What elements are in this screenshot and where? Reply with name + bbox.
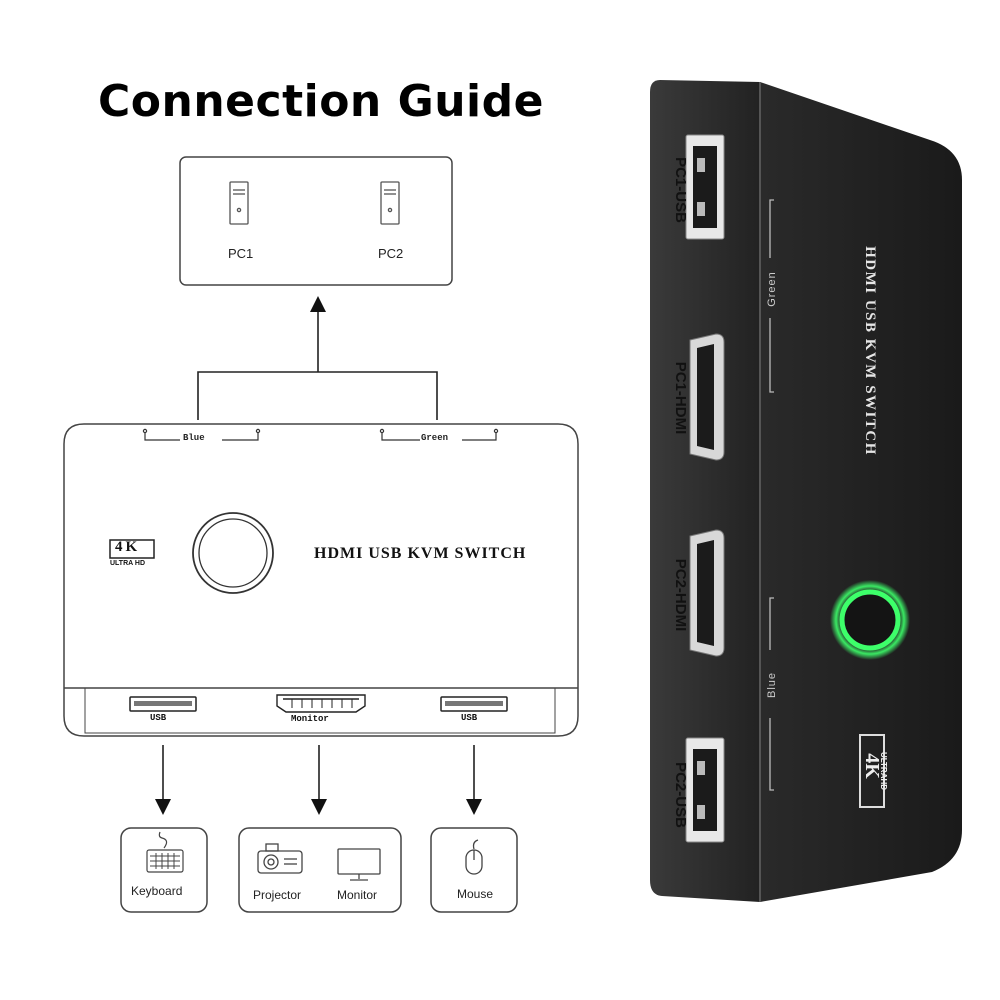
port-panel [84,687,556,734]
keyboard-box [120,827,208,913]
switch-body [63,423,579,737]
hdmi-monitor-label: Monitor [291,714,329,724]
projector-label: Projector [253,888,302,902]
display-box [238,827,402,913]
keyboard-icon [146,831,184,873]
product-usb-port-2-icon [685,737,725,843]
pc1-tower-icon [229,181,249,225]
usb-right-label: USB [461,713,478,723]
up-arrow [197,306,438,420]
projector-icon [257,843,303,874]
pc-box [179,156,453,286]
product-hdmi-port-2-icon [689,529,725,657]
pc2-label: PC2 [378,246,404,261]
hdmi-port-icon [276,694,366,713]
pc2-tower-icon [380,181,400,225]
mouse-icon [465,839,483,875]
product-top-face [760,82,962,902]
usb-port-left-icon [129,696,197,712]
4k-badge-box [109,539,155,559]
up-arrow-head [310,296,326,312]
product-hdmi-port-1-icon [689,333,725,461]
product-4k-badge-box [859,734,885,808]
product-usb-port-1-icon [685,134,725,240]
switch-button-icon [192,512,274,594]
mouse-box [430,827,518,913]
product-pc1-usb-label: PC1-USB [672,157,689,223]
page-title: Connection Guide [98,76,544,127]
4k-badge-label: 4K [115,539,141,555]
product-side-face [650,80,760,902]
product-pc2-hdmi-label: PC2-HDMI [672,558,689,632]
keyboard-label: Keyboard [131,884,183,898]
product-blue-label: Blue [766,671,778,699]
product-ultrahd-label: ULTRAHD [879,751,888,791]
product-pc1-hdmi-label: PC1-HDMI [672,361,689,435]
blue-marker-label: Blue [183,433,205,443]
monitor-icon [337,848,381,881]
usb-left-label: USB [150,713,167,723]
monitor-label: Monitor [337,888,378,902]
usb-port-right-icon [440,696,508,712]
mouse-label: Mouse [457,887,494,901]
ultra-hd-label: ULTRA HD [110,560,145,567]
product-pc2-usb-label: PC2-USB [672,762,689,828]
green-marker-label: Green [421,433,449,443]
product-switch-button-icon [830,580,910,660]
product-green-label: Green [766,271,778,307]
switch-name-label: HDMI USB KVM SWITCH [314,545,527,562]
pc1-label: PC1 [228,246,254,261]
product-name-label: HDMI USB KVM SWITCH [862,246,878,456]
